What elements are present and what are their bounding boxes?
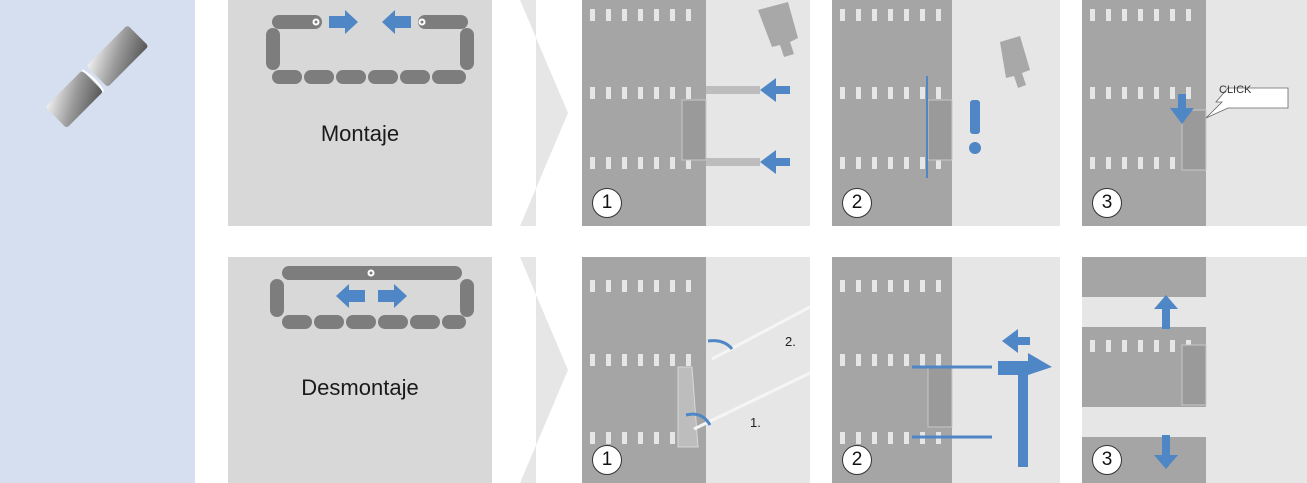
step-number-badge: 3 [1092, 445, 1122, 475]
step-number-badge: 3 [1092, 188, 1122, 218]
chain-loop-disassembly-icon [270, 266, 474, 329]
sidebar [0, 0, 195, 483]
step-number-badge: 1 [592, 445, 622, 475]
step-number-badge: 1 [592, 188, 622, 218]
assembly-step-1: 1 [582, 0, 810, 226]
step-number-badge: 2 [842, 188, 872, 218]
chain-loop-assembly-icon [266, 10, 474, 84]
disassembly-label: Desmontaje [301, 375, 419, 400]
assembly-label: Montaje [320, 121, 400, 146]
disassembly-panel: Desmontaje [228, 257, 492, 483]
assembly-step-3: CLICK 3 [1082, 0, 1307, 226]
assembly-step-2: 2 [832, 0, 1060, 226]
pry-step-1-label: 1. [750, 415, 761, 430]
assembly-panel: Montaje [228, 0, 492, 226]
step-number-badge: 2 [842, 445, 872, 475]
click-callout: CLICK [1219, 84, 1252, 96]
disassembly-step-3: 3 [1082, 257, 1307, 483]
disassembly-step-2: 2 [832, 257, 1060, 483]
pry-step-2-label: 2. [785, 334, 796, 349]
chevron-right-icon [520, 0, 568, 226]
chain-link-icon [46, 26, 148, 127]
disassembly-step-1: 2. 1. 1 [582, 257, 810, 483]
chevron-right-icon [520, 257, 568, 483]
